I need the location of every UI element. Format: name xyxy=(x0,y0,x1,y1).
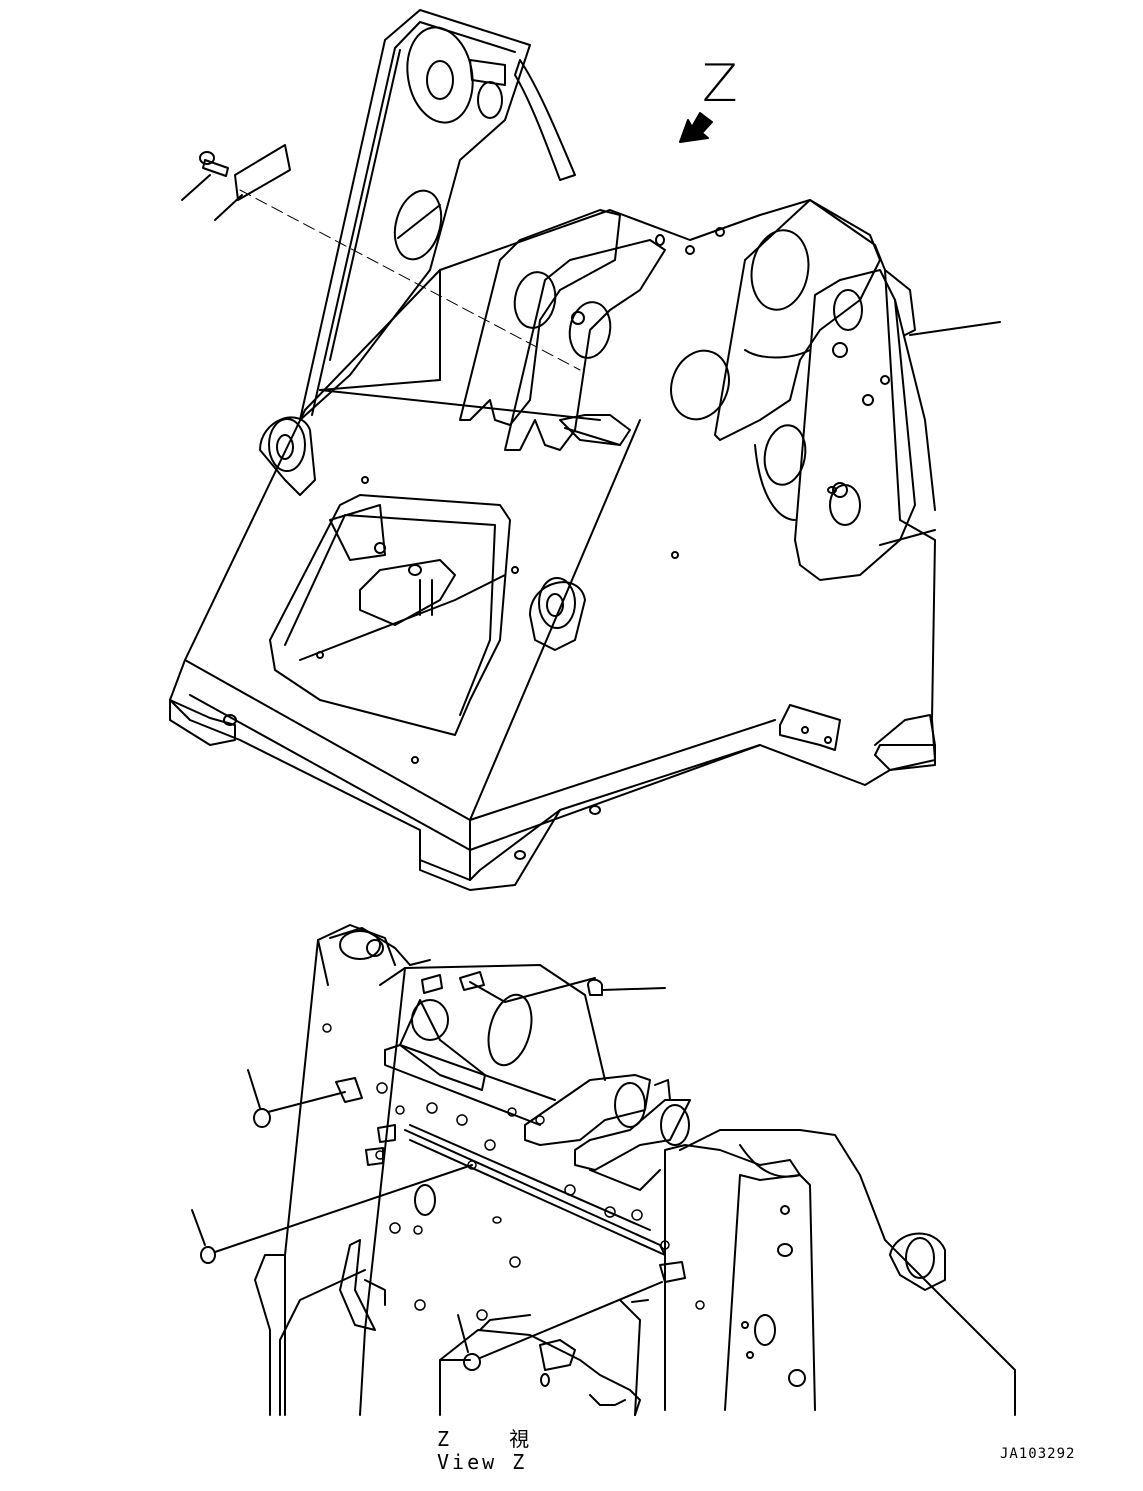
bolt-and-plate-callout xyxy=(182,145,580,370)
leader-line-right xyxy=(910,322,1000,335)
view-direction-arrow-icon xyxy=(680,113,712,142)
drawing-number: JA103292 xyxy=(1000,1446,1076,1462)
front-frame-iso-view xyxy=(170,10,935,890)
view-z-detail xyxy=(255,925,1015,1415)
cap-callouts xyxy=(192,978,665,1370)
view-caption-english: View Z xyxy=(437,1450,528,1474)
view-z-arrow-label: Z xyxy=(702,54,738,114)
view-caption-japanese: Z 視 xyxy=(437,1427,554,1451)
